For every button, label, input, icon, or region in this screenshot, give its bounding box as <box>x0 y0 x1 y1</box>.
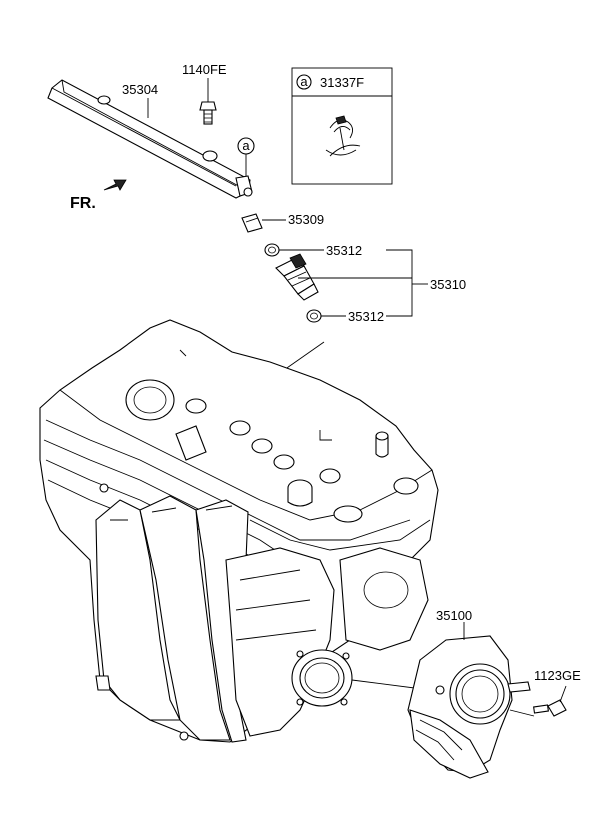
injector-assembly-bracket <box>386 249 428 317</box>
label-1123ge: 1123GE <box>534 668 581 683</box>
fuel-rail <box>47 79 253 199</box>
lower-o-ring <box>306 309 346 323</box>
fuel-injector <box>275 253 412 301</box>
reference-marker: a <box>237 137 255 176</box>
engine-assembly <box>39 319 439 743</box>
throttle-body <box>407 622 535 779</box>
label-35312-upper: 35312 <box>326 243 362 258</box>
label-35310: 35310 <box>430 277 466 292</box>
injector-clip <box>241 213 286 233</box>
box-part-label: 31337F <box>320 75 364 90</box>
box-marker-letter: a <box>300 74 308 89</box>
detail-box: a 31337F <box>291 67 393 185</box>
upper-o-ring <box>264 243 324 257</box>
label-35304: 35304 <box>122 82 158 97</box>
bolt-1140fe <box>199 101 217 125</box>
label-35100: 35100 <box>436 608 472 623</box>
label-35309: 35309 <box>288 212 324 227</box>
label-1140fe: 1140FE <box>182 62 227 77</box>
reference-marker-letter: a <box>242 138 250 153</box>
label-35312-lower: 35312 <box>348 309 384 324</box>
front-indicator: FR. <box>70 179 127 212</box>
front-label: FR. <box>70 195 96 212</box>
bolt-1123ge <box>533 685 567 717</box>
